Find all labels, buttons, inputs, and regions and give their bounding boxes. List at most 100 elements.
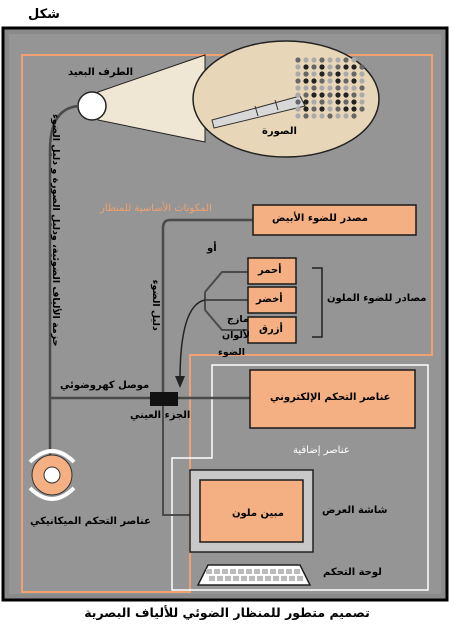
image-lens xyxy=(192,40,380,158)
grid-dot xyxy=(311,106,317,112)
distal-end-label: الطرف البعيد xyxy=(68,67,134,78)
color-display-box xyxy=(199,479,304,543)
grid-dot xyxy=(335,64,341,70)
keyboard-key xyxy=(233,576,239,581)
grid-dot xyxy=(335,85,341,91)
grid-dot xyxy=(351,92,357,98)
grid-dot xyxy=(295,57,301,63)
grid-dot xyxy=(343,99,349,105)
display-cable xyxy=(162,406,200,516)
grid-dot xyxy=(335,78,341,84)
grid-dot xyxy=(295,99,301,105)
mixer-label-3: الضوء xyxy=(218,347,245,358)
keyboard-key xyxy=(249,576,255,581)
grid-dot xyxy=(335,113,341,119)
color-sources-label: مصادر للضوء الملون xyxy=(327,293,427,304)
grid-dot xyxy=(311,99,317,105)
grid-dot xyxy=(319,99,325,105)
grid-dot xyxy=(311,92,317,98)
mixer-label-1: مازج xyxy=(227,314,249,325)
grid-dot xyxy=(303,92,309,98)
green-label: أخضر xyxy=(256,294,283,305)
basic-components-boundary xyxy=(21,54,433,593)
grid-dot xyxy=(359,64,365,70)
electronic-control-label: عناصر التحكم الإلكتروني xyxy=(270,392,391,403)
color-sources-bracket xyxy=(312,267,323,338)
grid-dot xyxy=(327,78,333,84)
grid-dot xyxy=(335,99,341,105)
keyboard-key xyxy=(294,569,300,574)
grid-dot xyxy=(311,113,317,119)
light-guide-label: دليل الضوء xyxy=(150,279,162,331)
grid-dot xyxy=(343,57,349,63)
grid-dot xyxy=(295,92,301,98)
grid-dot xyxy=(359,78,365,84)
keyboard-key xyxy=(238,569,244,574)
grid-dot xyxy=(327,92,333,98)
grid-dot xyxy=(335,92,341,98)
grid-dot xyxy=(311,85,317,91)
basic-components-label: المكونات الأساسية للمنظار xyxy=(100,203,212,214)
grid-dot xyxy=(319,71,325,77)
grid-dot xyxy=(359,92,365,98)
keyboard-key xyxy=(222,569,228,574)
red-box xyxy=(247,257,297,285)
image-label: الصورة xyxy=(262,126,297,137)
connector-label: موصل كهروضوئي xyxy=(60,380,150,391)
grid-dot xyxy=(303,113,309,119)
keyboard-keys xyxy=(206,569,303,581)
white-light-source-label: مصدر للضوء الأبيض xyxy=(272,213,368,224)
electronic-control-box xyxy=(249,369,416,429)
mixer-arrow-head xyxy=(175,376,185,388)
keyboard-key xyxy=(209,576,215,581)
grid-dot xyxy=(351,78,357,84)
grid-dot xyxy=(311,78,317,84)
grid-dot xyxy=(295,106,301,112)
grid-dot xyxy=(359,71,365,77)
image-dot-grid xyxy=(295,57,365,119)
grid-dot xyxy=(327,99,333,105)
grid-dot xyxy=(295,113,301,119)
grid-dot xyxy=(319,64,325,70)
grid-dot xyxy=(295,71,301,77)
figure-caption: تصميم متطور للمنظار الضوئي للألياف البصر… xyxy=(84,605,370,620)
grid-dot xyxy=(303,64,309,70)
grid-dot xyxy=(343,78,349,84)
grid-dot xyxy=(319,78,325,84)
grid-dot xyxy=(295,78,301,84)
grid-dot xyxy=(319,106,325,112)
grid-dot xyxy=(343,85,349,91)
extra-components-label: عناصر إضافية xyxy=(293,445,350,456)
grid-dot xyxy=(311,57,317,63)
probe-icon xyxy=(211,95,306,129)
eyepiece-label: الجزء العيني xyxy=(130,410,191,421)
light-guide-cable xyxy=(161,218,253,392)
eyepiece-block xyxy=(150,392,178,406)
grid-dot xyxy=(295,85,301,91)
grid-dot xyxy=(335,71,341,77)
grid-dot xyxy=(303,71,309,77)
keyboard-key xyxy=(206,569,212,574)
grid-dot xyxy=(319,85,325,91)
or-label: أو xyxy=(207,243,217,254)
keyboard-key xyxy=(254,569,260,574)
grid-dot xyxy=(311,64,317,70)
grid-dot xyxy=(351,57,357,63)
grid-dot xyxy=(327,64,333,70)
grid-dot xyxy=(359,85,365,91)
blue-link xyxy=(204,309,248,331)
grid-dot xyxy=(343,106,349,112)
grid-dot xyxy=(343,113,349,119)
keyboard-key xyxy=(225,576,231,581)
grid-dot xyxy=(335,57,341,63)
green-box xyxy=(247,286,297,314)
keyboard-key xyxy=(281,576,287,581)
grid-dot xyxy=(311,71,317,77)
keyboard-key xyxy=(286,569,292,574)
grid-dot xyxy=(343,64,349,70)
grid-dot xyxy=(351,106,357,112)
keyboard-key xyxy=(289,576,295,581)
grid-dot xyxy=(303,85,309,91)
grid-dot xyxy=(303,57,309,63)
